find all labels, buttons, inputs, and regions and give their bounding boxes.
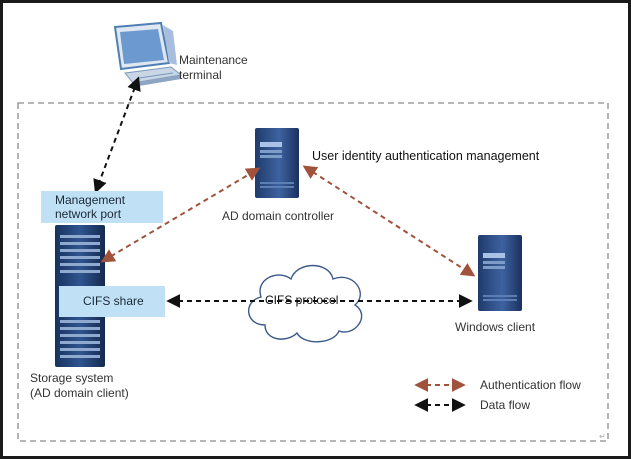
ad-controller-label: AD domain controller — [222, 209, 335, 223]
storage-system-line1: Storage system — [30, 371, 114, 385]
management-port-line2: network port — [55, 207, 122, 221]
windows-client-label: Windows client — [455, 320, 536, 334]
terminal-data-flow-arrow — [93, 76, 141, 194]
cifs-share-box: CIFS share — [59, 286, 165, 317]
legend-data-label: Data flow — [480, 398, 531, 412]
storage-system-label: Storage system (AD domain client) — [30, 371, 129, 401]
storage-system-line2: (AD domain client) — [30, 386, 129, 400]
cifs-protocol-label: CIFS protocol — [265, 293, 339, 307]
svg-text:↵: ↵ — [599, 432, 606, 441]
domain-boundary — [17, 102, 609, 442]
computer-terminal-icon — [113, 21, 183, 87]
user-identity-label: User identity authentication management — [312, 149, 540, 163]
storage-ad-auth-arrow — [100, 167, 261, 263]
maintenance-terminal-label: Maintenance terminal — [179, 53, 248, 83]
ad-client-auth-arrow — [302, 165, 476, 277]
windows-client-icon — [478, 235, 522, 311]
maintenance-terminal-line2: terminal — [179, 68, 222, 82]
management-port-box: Management network port — [41, 191, 163, 223]
architecture-diagram: ↵ Maintenance terminal Management networ… — [3, 3, 628, 456]
cifs-share-label: CIFS share — [83, 294, 144, 308]
management-port-line1: Management — [55, 193, 126, 207]
ad-server-icon — [255, 128, 299, 198]
diagram-canvas: ↵ — [17, 21, 609, 442]
maintenance-terminal-line1: Maintenance — [179, 53, 248, 67]
legend-auth-label: Authentication flow — [480, 378, 581, 392]
